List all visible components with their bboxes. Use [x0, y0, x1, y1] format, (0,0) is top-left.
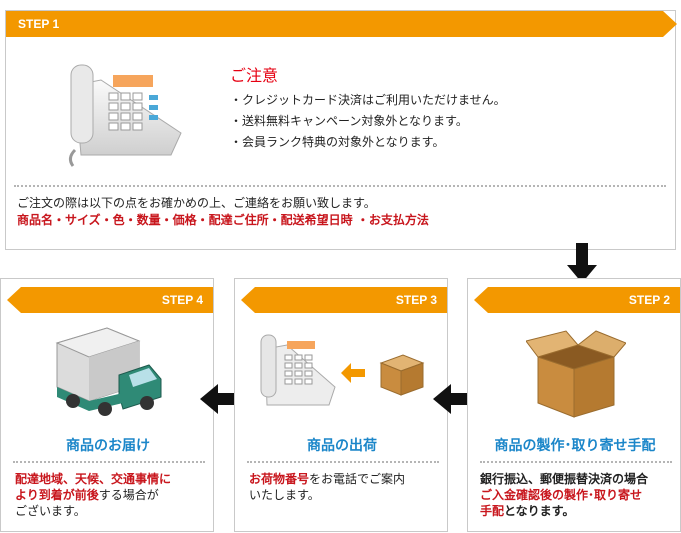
- step4-line2-red: より到着が前後: [15, 488, 99, 502]
- step4-text: 配達地域、天候、交通事情に より到着が前後する場合が ございます。: [15, 471, 211, 519]
- step4-label: STEP 4: [161, 293, 203, 307]
- telephone-icon: [257, 329, 337, 414]
- notice-item-3: ・会員ランク特典の対象外となります。: [230, 135, 445, 149]
- step2-line1: 銀行振込、郵便振替決済の場合: [480, 472, 649, 486]
- step2-line3-red: 手配: [480, 504, 505, 518]
- step2-title: 商品の製作･取り寄せ手配: [494, 438, 656, 454]
- notice-item-1: ・クレジットカード決済はご利用いただけません。: [230, 93, 506, 107]
- step2-line2-red: ご入金確認後の製作･取り寄せ: [480, 488, 643, 502]
- step3-panel: STEP 3 商品の出荷 お荷物番号をお電話でご案内 いたします。: [234, 278, 448, 532]
- step2-panel: STEP 2 商品の製作･取り寄せ手配 銀行振込、郵便振替決済の場合 ご入金確認…: [467, 278, 681, 532]
- confirm-text: ご注文の際は以下の点をお確かめの上、ご連絡をお願い致します。: [17, 196, 376, 210]
- step4-line2-rest: する場合が: [98, 488, 159, 502]
- step4-divider: [13, 461, 205, 463]
- step2-banner: STEP 2: [474, 287, 680, 313]
- step1-banner: STEP 1: [6, 11, 677, 37]
- telephone-icon: [61, 55, 186, 170]
- step2-line3-rest: となります。: [504, 504, 575, 518]
- notice-item-2: ・送料無料キャンペーン対象外となります。: [230, 114, 468, 128]
- step4-line3: ございます。: [15, 504, 86, 518]
- step1-panel: STEP 1 ご注意 ・クレジットカード決済はご利用いただけません。 ・送料無料…: [5, 10, 676, 250]
- step4-banner: STEP 4: [7, 287, 213, 313]
- step2-label: STEP 2: [628, 293, 670, 307]
- step1-label: STEP 1: [18, 17, 60, 31]
- step3-line1-red: お荷物番号: [249, 472, 310, 486]
- left-arrow-icon: [200, 384, 240, 414]
- left-arrow-icon: [433, 384, 473, 414]
- step4-title: 商品のお届け: [66, 438, 150, 454]
- step2-text: 銀行振込、郵便振替決済の場合 ご入金確認後の製作･取り寄せ 手配となります。: [480, 471, 680, 519]
- step3-line2: いたします。: [249, 488, 320, 502]
- step3-divider: [247, 461, 439, 463]
- orange-arrow-icon: [341, 363, 365, 383]
- step2-divider: [480, 461, 672, 463]
- delivery-truck-icon: [49, 323, 169, 418]
- notice-title: ご注意: [230, 66, 279, 85]
- small-box-icon: [377, 349, 425, 397]
- confirm-items: 商品名・サイズ・色・数量・価格・配達ご住所・配送希望日時 ・お支払方法: [17, 213, 429, 227]
- step3-label: STEP 3: [395, 293, 437, 307]
- step3-banner: STEP 3: [241, 287, 447, 313]
- step4-panel: STEP 4 商品のお届け 配達地域、天候、交通事情に より到着が前後する場合が…: [0, 278, 214, 532]
- step3-text: お荷物番号をお電話でご案内 いたします。: [249, 471, 445, 503]
- step1-divider: [14, 185, 666, 187]
- step4-line1-red: 配達地域、天候、交通事情に: [15, 472, 172, 486]
- step3-line1-rest: をお電話でご案内: [309, 472, 406, 486]
- step3-title: 商品の出荷: [307, 438, 377, 454]
- down-arrow-icon: [567, 243, 597, 283]
- cardboard-box-icon: [526, 327, 626, 422]
